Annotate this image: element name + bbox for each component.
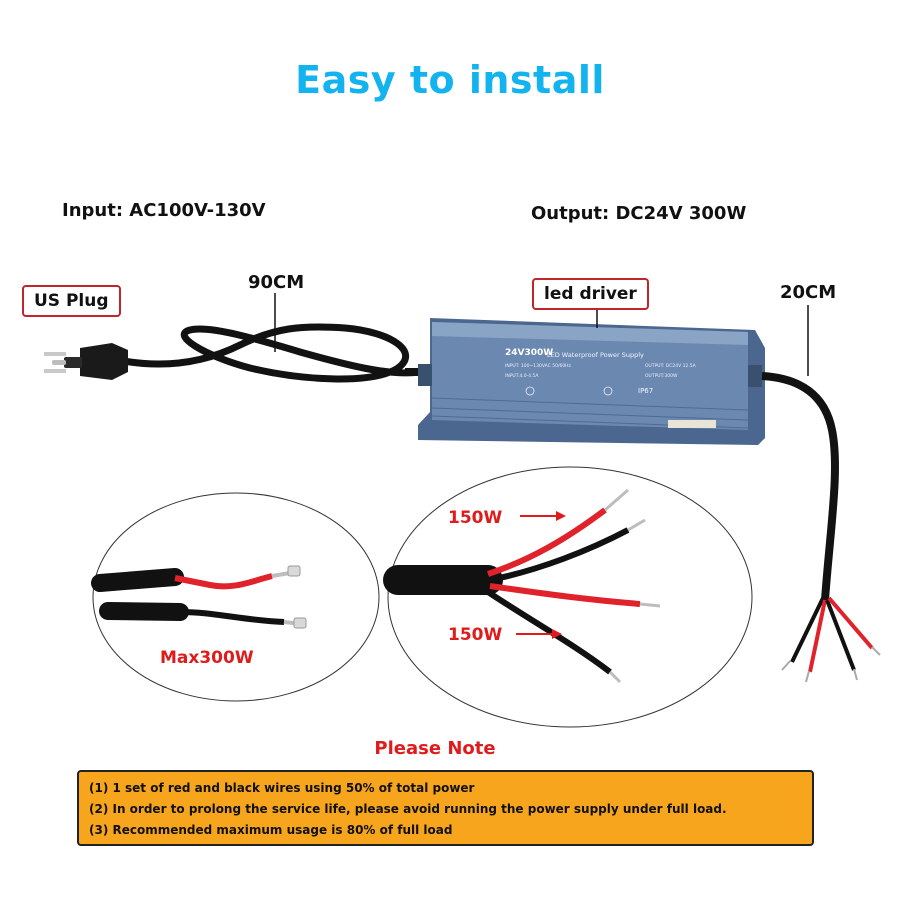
us-plug-label: US Plug [22, 285, 121, 317]
driver-ip-rating: IP67 [638, 387, 653, 395]
driver-name-label: LED Waterproof Power Supply [547, 351, 644, 359]
single-pair-detail [91, 492, 380, 702]
note-heading: Please Note [374, 738, 496, 759]
led-driver-unit: 24V300W LED Waterproof Power Supply INPU… [418, 318, 765, 445]
output-length-label: 20CM [780, 282, 837, 303]
ce-mark-icon [525, 386, 535, 396]
driver-output-label: OUTPUT: DC24V 12.5A [645, 363, 697, 369]
input-spec: Input: AC100V-130V [62, 200, 266, 221]
pair-1-power-label: 150W [448, 508, 503, 528]
certification-icon [603, 386, 613, 396]
output-spec: Output: DC24V 300W [531, 203, 747, 224]
note-line: (3) Recommended maximum usage is 80% of … [89, 823, 453, 837]
driver-output-power-label: OUTPUT:300W [645, 373, 678, 379]
cord-length-label: 90CM [248, 272, 305, 293]
input-power-cord [114, 323, 440, 383]
driver-input-current-label: INPUT:4.0-4.5A [505, 373, 539, 379]
us-plug-icon [44, 343, 128, 380]
dual-pair-detail [383, 466, 753, 728]
output-cable [761, 372, 881, 683]
note-line: (2) In order to prolong the service life… [89, 802, 727, 816]
note-box: (1) 1 set of red and black wires using 5… [77, 770, 814, 846]
driver-model-label: 24V300W [505, 348, 553, 358]
note-line: (1) 1 set of red and black wires using 5… [89, 781, 475, 795]
driver-input-label: INPUT: 100~130VAC 50/60Hz [505, 363, 572, 369]
led-driver-label: led driver [532, 278, 649, 310]
pair-2-power-label: 150W [448, 625, 503, 645]
page-title: Easy to install [295, 58, 605, 102]
single-pair-power-label: Max300W [160, 648, 254, 668]
